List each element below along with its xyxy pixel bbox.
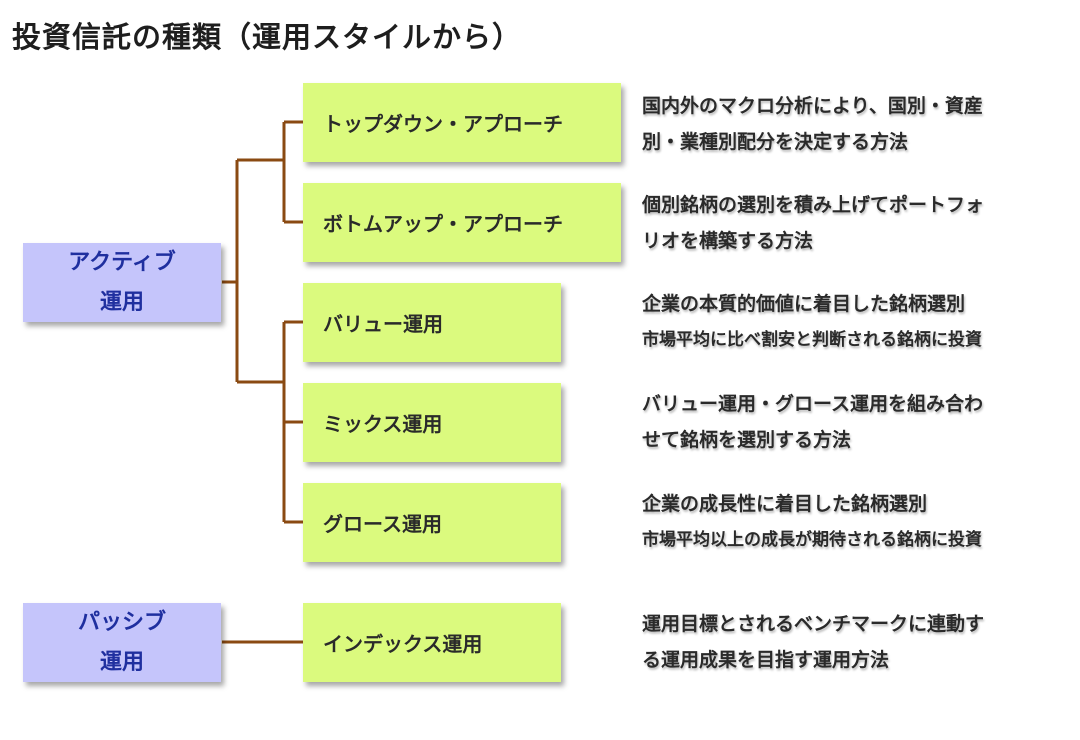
description-line: 運用目標とされるベンチマークに連動す (642, 613, 985, 635)
description-line: 国内外のマクロ分析により、国別・資産 (642, 95, 983, 117)
description-mix: バリュー運用・グロース運用を組み合わ せて銘柄を選別する方法 (642, 386, 983, 458)
description-line: バリュー運用・グロース運用を組み合わ (642, 393, 984, 415)
style-label: ボトムアップ・アプローチ (323, 212, 563, 236)
description-line: 市場平均以上の成長が期待される銘柄に投資 (642, 530, 982, 550)
active-label-line1: アクティブ (68, 249, 176, 275)
description-line: リオを構築する方法 (642, 230, 814, 252)
description-growth: 企業の成長性に着目した銘柄選別 市場平均以上の成長が期待される銘柄に投資 (642, 486, 982, 558)
diagram-title: 投資信託の種類（運用スタイルから） (12, 20, 523, 54)
description-value: 企業の本質的価値に着目した銘柄選別 市場平均に比べ割安と判断される銘柄に投資 (642, 286, 982, 358)
passive-label-line1: パッシブ (77, 609, 166, 635)
passive-management-box: パッシブ 運用 (23, 603, 221, 682)
style-label: インデックス運用 (323, 632, 483, 656)
description-line: 個別銘柄の選別を積み上げてポートフォ (642, 194, 985, 216)
style-label: グロース運用 (323, 512, 442, 536)
style-label: ミックス運用 (323, 412, 443, 436)
description-line: 別・業種別配分を決定する方法 (642, 131, 909, 153)
description-line: 企業の成長性に着目した銘柄選別 (642, 493, 928, 515)
style-box-value: バリュー運用 (303, 283, 561, 362)
description-bottom-up: 個別銘柄の選別を積み上げてポートフォ リオを構築する方法 (642, 187, 984, 259)
description-top-down: 国内外のマクロ分析により、国別・資産 別・業種別配分を決定する方法 (642, 88, 983, 160)
style-box-bottom-up: ボトムアップ・アプローチ (303, 183, 621, 262)
passive-label-line2: 運用 (99, 649, 144, 675)
description-line: せて銘柄を選別する方法 (642, 429, 852, 451)
description-line: 市場平均に比べ割安と判断される銘柄に投資 (642, 330, 982, 350)
description-line: 企業の本質的価値に着目した銘柄選別 (642, 293, 966, 315)
active-management-box: アクティブ 運用 (23, 243, 221, 322)
style-box-mix: ミックス運用 (303, 383, 561, 462)
style-box-growth: グロース運用 (303, 483, 561, 562)
style-box-index: インデックス運用 (303, 603, 561, 682)
style-label: バリュー運用 (323, 312, 443, 336)
description-line: る運用成果を目指す運用方法 (642, 649, 890, 671)
active-label-line2: 運用 (99, 289, 144, 315)
style-label: トップダウン・アプローチ (323, 112, 563, 136)
style-box-top-down: トップダウン・アプローチ (303, 83, 621, 162)
description-index: 運用目標とされるベンチマークに連動す る運用成果を目指す運用方法 (642, 606, 984, 678)
